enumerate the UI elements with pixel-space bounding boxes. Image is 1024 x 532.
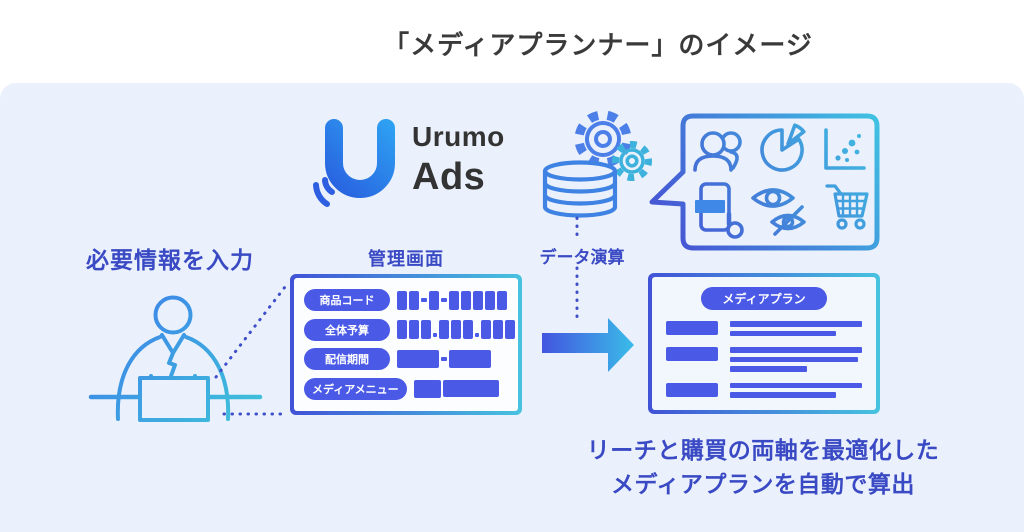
value-block (429, 290, 439, 310)
value-block (442, 380, 499, 398)
plan-text-line (730, 330, 836, 336)
gear-icon (574, 110, 632, 168)
media-plan-title-pill: メディアプラン (701, 287, 827, 310)
value-dot (433, 333, 437, 338)
value-dash (441, 298, 447, 302)
plan-thumb-block (666, 321, 718, 335)
brand-name-line1: Urumo (412, 121, 505, 152)
value-dash (441, 357, 447, 362)
value-block (397, 320, 407, 340)
value-block (485, 290, 495, 310)
admin-field-row: 商品コード (304, 289, 508, 311)
person-at-desk-icon (88, 295, 263, 422)
admin-panel: 商品コード全体予算配信期間メディアメニュー (290, 274, 522, 415)
input-caption: 必要情報を入力 (86, 247, 254, 273)
value-block (505, 320, 515, 340)
admin-screen-label: 管理画面 (368, 249, 444, 269)
value-block (497, 290, 507, 310)
value-block (451, 320, 461, 340)
field-value-blocks (397, 350, 491, 369)
pie-chart-icon (760, 123, 806, 172)
field-value-blocks (413, 379, 499, 398)
plan-row (666, 347, 862, 372)
diagram-canvas: Urumo Ads (0, 83, 1024, 532)
value-block (493, 320, 503, 340)
result-groups (666, 321, 862, 398)
value-block (461, 290, 471, 310)
gear-small-icon (612, 141, 652, 181)
media-plan-body: メディアプラン (652, 277, 876, 410)
admin-field-row: 全体予算 (304, 318, 515, 341)
value-block (473, 290, 483, 310)
person-tie (167, 351, 177, 378)
result-caption-line2: メディアプランを自動で算出 (611, 471, 915, 497)
logo-swoosh-icon (313, 182, 330, 207)
plan-thumb-block (666, 347, 718, 361)
data-process-icons (542, 110, 652, 218)
plan-lines (730, 321, 862, 336)
admin-fields-body: 商品コード全体予算配信期間メディアメニュー (294, 278, 518, 411)
value-block (409, 320, 419, 340)
brand-wordmark: Urumo Ads (412, 121, 505, 198)
plan-row (666, 321, 862, 336)
plan-lines (730, 347, 862, 372)
field-label-pill: 商品コード (304, 289, 390, 311)
value-dash (421, 298, 427, 302)
plan-lines (730, 382, 862, 398)
phone-ad-tap-icon (695, 182, 744, 239)
plan-text-line (730, 321, 862, 327)
page-header: 「メディアプランナー」のイメージ (0, 0, 1024, 83)
eye-visibility-icon (751, 188, 806, 236)
field-value-blocks (397, 320, 515, 340)
value-block (413, 379, 441, 398)
users-icon (693, 131, 742, 172)
result-caption-line1: リーチと購買の両軸を最適化した (586, 437, 940, 463)
plan-row (666, 382, 862, 398)
plan-text-line (730, 347, 862, 353)
laptop-icon (138, 376, 210, 422)
value-block (449, 290, 459, 310)
value-dot (475, 333, 479, 338)
value-block (409, 290, 419, 310)
analytics-speech-bubble (649, 113, 880, 251)
result-caption: リーチと購買の両軸を最適化した メディアプランを自動で算出 (573, 433, 953, 501)
page-title: 「メディアプランナー」のイメージ (383, 30, 813, 60)
plan-text-line (730, 392, 836, 398)
field-label-pill: メディアメニュー (304, 377, 407, 400)
person-collar (160, 333, 186, 355)
value-block (481, 320, 491, 340)
plan-thumb-block (666, 382, 718, 397)
person-body-left (115, 335, 162, 421)
field-value-blocks (397, 290, 507, 310)
value-block (449, 350, 491, 369)
plan-text-line (730, 382, 862, 388)
brand-name-line2: Ads (412, 156, 486, 198)
value-block (397, 350, 439, 369)
plan-text-line (730, 366, 807, 372)
flow-arrow-right-icon (542, 318, 634, 372)
scatter-chart-icon (824, 128, 866, 170)
value-block (439, 320, 449, 340)
urumo-u-logo-icon (313, 119, 395, 207)
data-calc-label: データ演算 (539, 248, 625, 267)
field-label-pill: 配信期間 (304, 348, 390, 371)
shopping-cart-icon (825, 184, 869, 230)
admin-field-row: メディアメニュー (304, 377, 508, 400)
plan-text-line (730, 356, 859, 362)
media-plan-panel: メディアプラン (648, 273, 880, 414)
value-block (463, 320, 473, 340)
admin-field-row: 配信期間 (304, 348, 508, 371)
database-icon (542, 160, 618, 218)
person-head (153, 295, 193, 335)
value-block (421, 320, 431, 340)
field-label-pill: 全体予算 (304, 318, 390, 341)
value-block (397, 290, 407, 310)
